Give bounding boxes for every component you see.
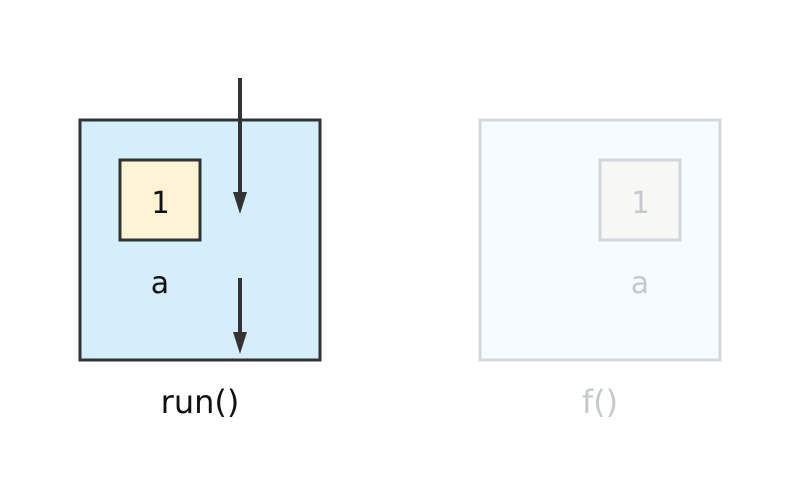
variable-a-value-faded: 1 [631,186,649,221]
variable-a-name: a [151,266,169,301]
frame-run-label: run() [161,383,240,421]
frame-run: 1 a run() [78,118,322,421]
execution-arrows [233,78,247,354]
variable-a-name-faded: a [631,266,649,301]
variable-a-value: 1 [151,186,169,221]
arrow-entry [233,78,247,214]
frame-f-label: f() [582,383,618,421]
arrow-continue [233,278,247,354]
variable-a-value-box-faded [598,158,682,242]
frame-f: 1 a f() [478,118,722,421]
variable-a-value-box [118,158,202,242]
